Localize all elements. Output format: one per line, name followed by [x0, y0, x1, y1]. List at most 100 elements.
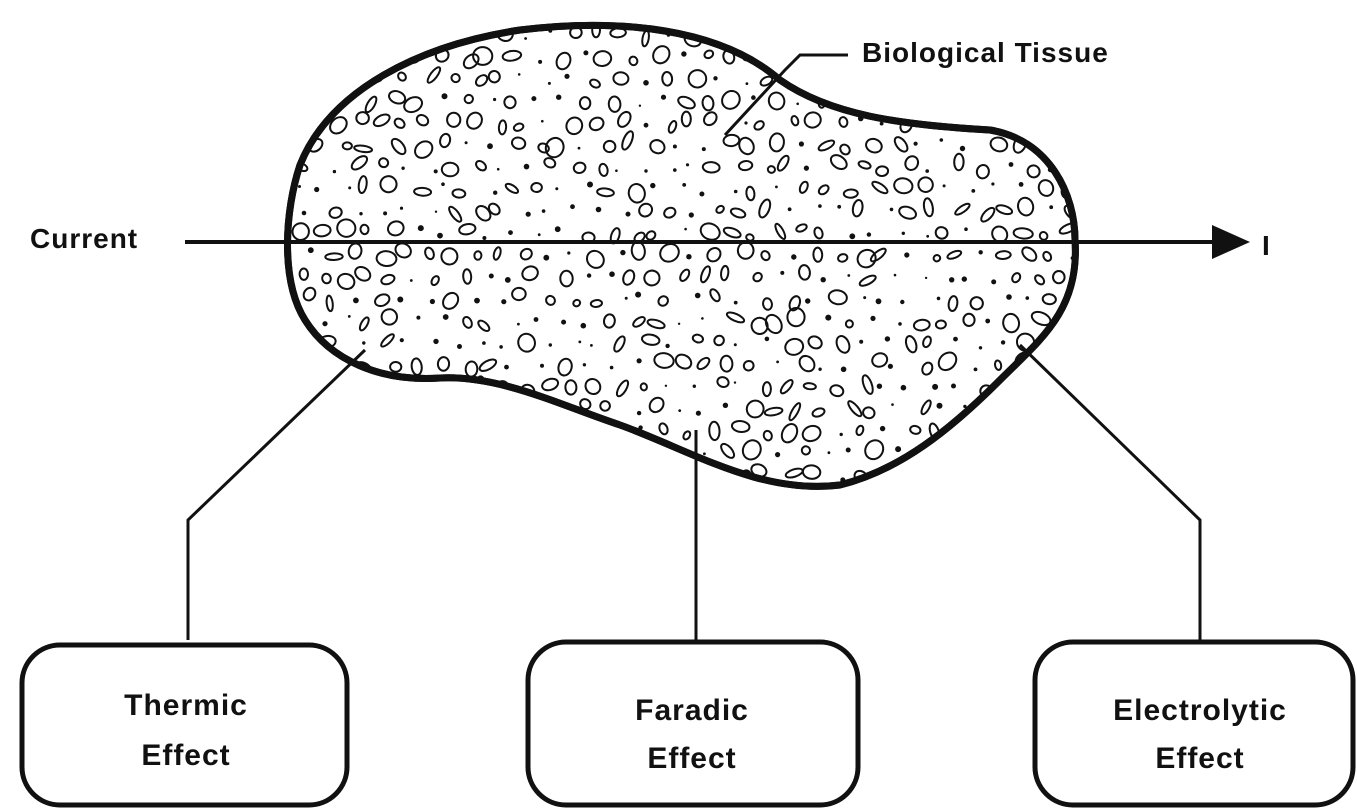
tissue-dot — [567, 251, 570, 254]
tissue-dot — [314, 187, 319, 192]
tissue-dot — [951, 384, 956, 389]
tissue-dot — [540, 364, 544, 368]
tissue-dot — [398, 33, 402, 37]
tissue-dot — [949, 277, 954, 282]
tissue-cell — [410, 403, 420, 420]
tissue-dot — [681, 51, 686, 56]
tissue-dot — [991, 182, 994, 185]
tissue-dot — [548, 82, 551, 85]
tissue-cell — [827, 25, 844, 43]
tissue-dot — [587, 273, 591, 277]
tissue-cell — [478, 400, 498, 423]
tissue-cell — [1028, 450, 1045, 461]
tissue-dot — [541, 120, 544, 123]
tissue-dot — [960, 146, 965, 151]
tissue-dot — [734, 343, 737, 346]
tissue-cell — [950, 72, 964, 90]
tissue-dot — [719, 473, 722, 476]
tissue-dot — [804, 166, 809, 171]
tissue-cell — [616, 473, 626, 482]
tissue-cell — [626, 454, 634, 461]
tissue-cell — [996, 386, 1009, 394]
tissue-dot — [840, 433, 843, 436]
tissue-dot — [489, 274, 494, 279]
tissue-dot — [898, 322, 902, 326]
tissue-dot — [699, 192, 704, 197]
tissue-cell — [428, 404, 449, 420]
tissue-dot — [891, 403, 894, 406]
tissue-dot — [665, 344, 669, 348]
tissue-dot — [291, 55, 295, 59]
tissue-dot — [890, 208, 894, 212]
tissue-dot — [441, 182, 445, 186]
tissue-dot — [775, 186, 778, 189]
tissue-dot — [744, 121, 747, 124]
tissue-cell — [387, 449, 403, 464]
tissue-cell — [424, 428, 444, 443]
tissue-cell — [344, 382, 364, 402]
tissue-dot — [564, 74, 569, 79]
tissue-dot — [1026, 296, 1030, 300]
tissue-dot — [1061, 451, 1064, 454]
tissue-dot — [661, 95, 666, 100]
tissue-dot — [357, 477, 362, 482]
tissue-dot — [508, 230, 513, 235]
tissue-dot — [482, 236, 486, 240]
tissue-dot — [1006, 294, 1012, 300]
tissue-dot — [979, 473, 983, 477]
tissue-dot — [400, 432, 403, 435]
tissue-dot — [780, 271, 784, 275]
tissue-cell — [383, 404, 399, 419]
faradic-effect-line2: Effect — [647, 742, 736, 775]
tissue-cell — [928, 26, 944, 37]
tissue-dot — [788, 207, 792, 211]
tissue-dot — [1063, 410, 1068, 415]
tissue-dot — [1047, 386, 1051, 390]
tissue-dot — [410, 279, 413, 282]
tissue-dot — [308, 81, 313, 86]
tissue-dot — [673, 145, 677, 149]
tissue-dot — [418, 225, 424, 231]
tissue-cell — [1022, 380, 1037, 398]
tissue-dot — [734, 301, 738, 305]
tissue-dot — [581, 323, 587, 329]
tissue-dot — [815, 75, 818, 78]
tissue-cell — [1063, 74, 1079, 89]
tissue-dot — [702, 147, 706, 151]
tissue-cell — [413, 446, 429, 459]
current-arrowhead — [1212, 225, 1250, 259]
tissue-dot — [828, 451, 831, 454]
tissue-cell — [566, 466, 585, 481]
tissue-cell — [1024, 69, 1037, 80]
tissue-dot — [1047, 426, 1051, 430]
tissue-dot — [862, 76, 867, 81]
tissue-cell — [1003, 74, 1010, 90]
tissue-dot — [821, 277, 826, 282]
tissue-dot — [555, 187, 558, 190]
tissue-dot — [451, 33, 454, 36]
tissue-dot — [336, 474, 340, 478]
tissue-dot — [423, 31, 429, 37]
tissue-dot — [620, 250, 625, 255]
tissue-dot — [561, 320, 566, 325]
tissue-dot — [538, 233, 541, 236]
tissue-dot — [437, 233, 443, 239]
tissue-cell — [1044, 462, 1066, 485]
tissue-dot — [543, 255, 549, 261]
tissue-dot — [578, 147, 581, 150]
tissue-dot — [524, 37, 527, 40]
tissue-dot — [863, 296, 866, 299]
tissue-dot — [639, 105, 641, 107]
tissue-cell — [463, 428, 481, 442]
tissue-dot — [902, 232, 905, 235]
tissue-dot — [578, 341, 581, 344]
tissue-cell — [1020, 461, 1040, 480]
tissue-cell — [838, 71, 850, 85]
tissue-dot — [846, 448, 851, 453]
tissue-dot — [924, 96, 927, 99]
tissue-dot — [746, 82, 749, 85]
tissue-cell — [296, 95, 310, 104]
thermic-connector — [188, 350, 365, 640]
tissue-dot — [596, 207, 602, 213]
thermic-effect-line2: Effect — [141, 739, 230, 772]
